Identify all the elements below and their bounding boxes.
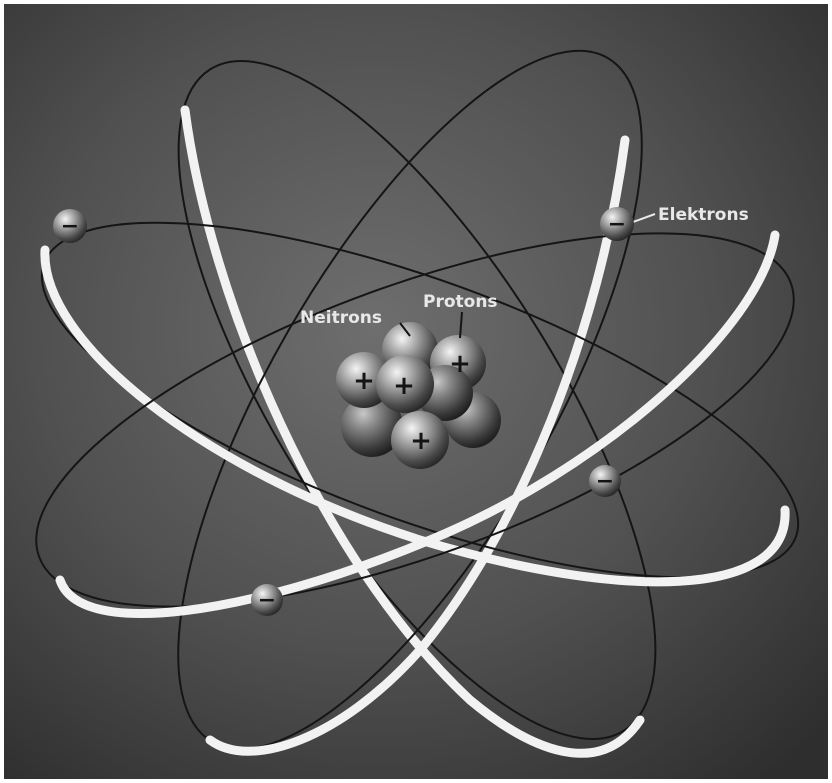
- electron: −: [53, 209, 87, 243]
- proton-sign: +: [393, 371, 415, 401]
- proton-sign: +: [449, 349, 471, 379]
- protons-label: Protons: [423, 292, 498, 312]
- electron-sign: −: [61, 214, 79, 239]
- electron: −: [600, 207, 634, 241]
- electron: −: [589, 465, 621, 497]
- electron-sign: −: [258, 588, 276, 613]
- proton-sign: +: [410, 426, 432, 456]
- electron: −: [251, 584, 283, 616]
- neutrons-label: Neitrons: [300, 308, 382, 328]
- electrons-label: Elektrons: [658, 205, 749, 225]
- electron-sign: −: [608, 212, 626, 237]
- electron-sign: −: [596, 469, 614, 494]
- proton-sign: +: [353, 366, 375, 396]
